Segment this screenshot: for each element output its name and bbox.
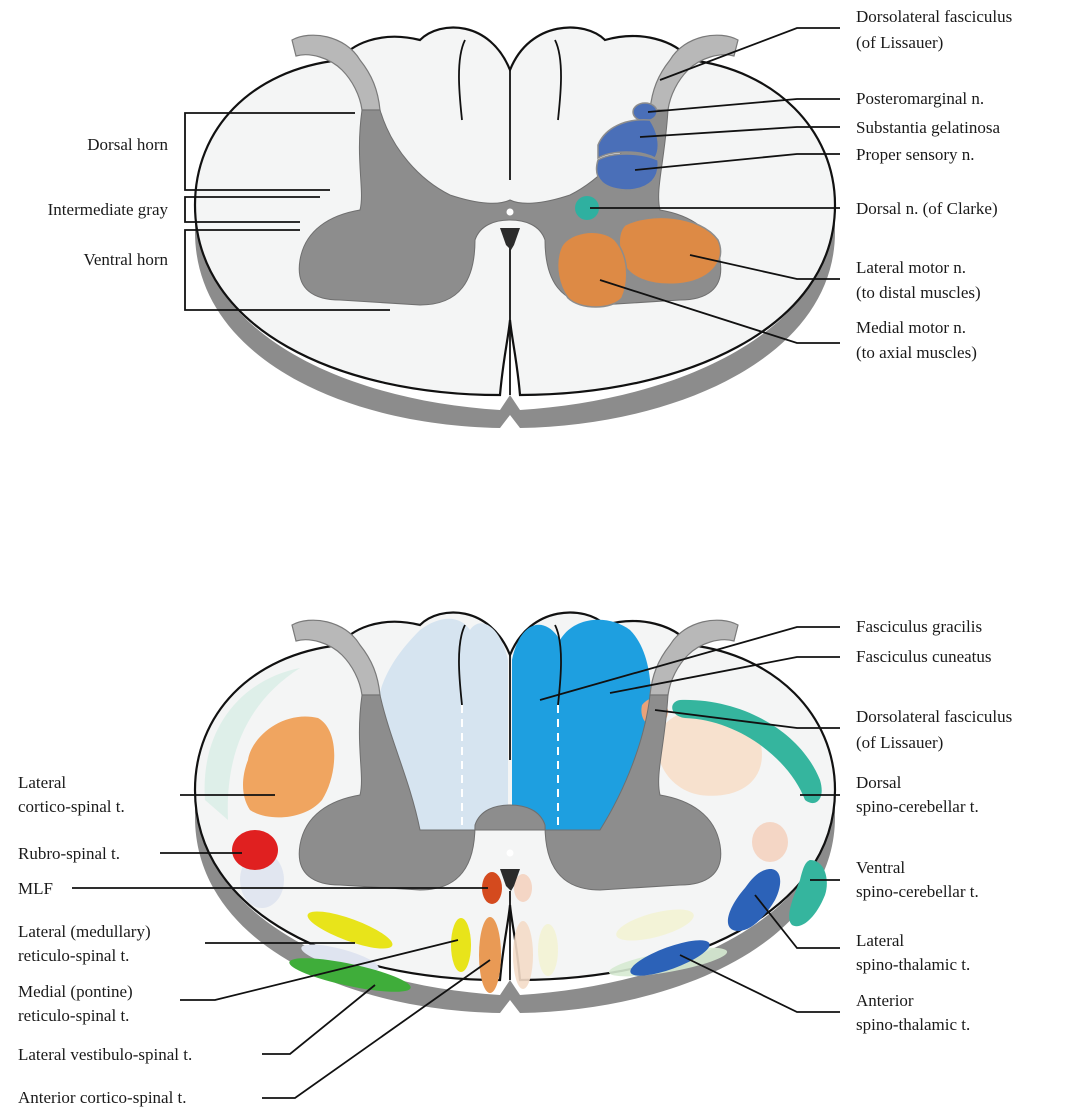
top-medial-motor-nucleus xyxy=(558,232,627,307)
label-anterior-corticospinal: Anterior cortico-spinal t. xyxy=(18,1088,187,1107)
label-medial-motor-2: (to axial muscles) xyxy=(856,343,977,362)
bottom-fasciculus-gracilis xyxy=(512,625,560,830)
label-lateral-spinothalamic-2: spino-thalamic t. xyxy=(856,955,970,974)
label-fasciculus-gracilis: Fasciculus gracilis xyxy=(856,617,982,636)
label-dorsolateral-fasciculus-bottom-1: Dorsolateral fasciculus xyxy=(856,707,1012,726)
label-dorsal-spinocerebellar-2: spino-cerebellar t. xyxy=(856,797,979,816)
label-lateral-motor-2: (to distal muscles) xyxy=(856,283,981,302)
label-fasciculus-cuneatus: Fasciculus cuneatus xyxy=(856,647,992,666)
label-dorsolateral-fasciculus-top-1: Dorsolateral fasciculus xyxy=(856,7,1012,26)
label-lateral-reticulospinal-2: reticulo-spinal t. xyxy=(18,946,129,965)
label-dorsal-horn: Dorsal horn xyxy=(87,135,168,154)
label-ventral-spinocerebellar-2: spino-cerebellar t. xyxy=(856,882,979,901)
leader-lateral-vestibulospinal xyxy=(262,985,375,1054)
rubrospinal-tract xyxy=(232,830,278,870)
top-cord-cross-section xyxy=(195,28,835,428)
label-ventral-spinocerebellar-1: Ventral xyxy=(856,858,905,877)
label-intermediate-gray: Intermediate gray xyxy=(48,200,169,219)
top-proper-sensory-nucleus xyxy=(597,154,659,190)
anterior-corticospinal-tract xyxy=(479,917,501,993)
label-lateral-spinothalamic-1: Lateral xyxy=(856,931,904,950)
label-lateral-motor-1: Lateral motor n. xyxy=(856,258,966,277)
top-central-canal xyxy=(507,209,514,216)
label-mlf: MLF xyxy=(18,879,53,898)
label-medial-reticulospinal-1: Medial (pontine) xyxy=(18,982,133,1001)
label-anterior-spinothalamic-1: Anterior xyxy=(856,991,914,1010)
bottom-ghost-yellow-medial xyxy=(538,924,558,976)
label-lateral-corticospinal-2: cortico-spinal t. xyxy=(18,797,125,816)
label-anterior-spinothalamic-2: spino-thalamic t. xyxy=(856,1015,970,1034)
label-dorsal-spinocerebellar-1: Dorsal xyxy=(856,773,902,792)
label-lateral-reticulospinal-1: Lateral (medullary) xyxy=(18,922,151,941)
bottom-cord-cross-section xyxy=(195,613,835,1013)
top-lateral-motor-nucleus xyxy=(619,217,720,284)
bottom-right-ghost-peach-2 xyxy=(752,822,788,862)
label-dorsal-clarke: Dorsal n. (of Clarke) xyxy=(856,199,998,218)
label-medial-reticulospinal-2: reticulo-spinal t. xyxy=(18,1006,129,1025)
label-lateral-vestibulospinal: Lateral vestibulo-spinal t. xyxy=(18,1045,192,1064)
label-proper-sensory: Proper sensory n. xyxy=(856,145,975,164)
label-rubrospinal: Rubro-spinal t. xyxy=(18,844,120,863)
label-substantia-gelatinosa: Substantia gelatinosa xyxy=(856,118,1000,137)
label-dorsolateral-fasciculus-top-2: (of Lissauer) xyxy=(856,33,943,52)
bottom-ghost-peach-medial xyxy=(513,921,533,989)
label-dorsolateral-fasciculus-bottom-2: (of Lissauer) xyxy=(856,733,943,752)
medial-reticulospinal-tract xyxy=(451,918,471,972)
label-ventral-horn: Ventral horn xyxy=(83,250,168,269)
label-posteromarginal: Posteromarginal n. xyxy=(856,89,984,108)
bottom-central-canal xyxy=(507,850,514,857)
label-medial-motor-1: Medial motor n. xyxy=(856,318,966,337)
label-lateral-corticospinal-1: Lateral xyxy=(18,773,66,792)
